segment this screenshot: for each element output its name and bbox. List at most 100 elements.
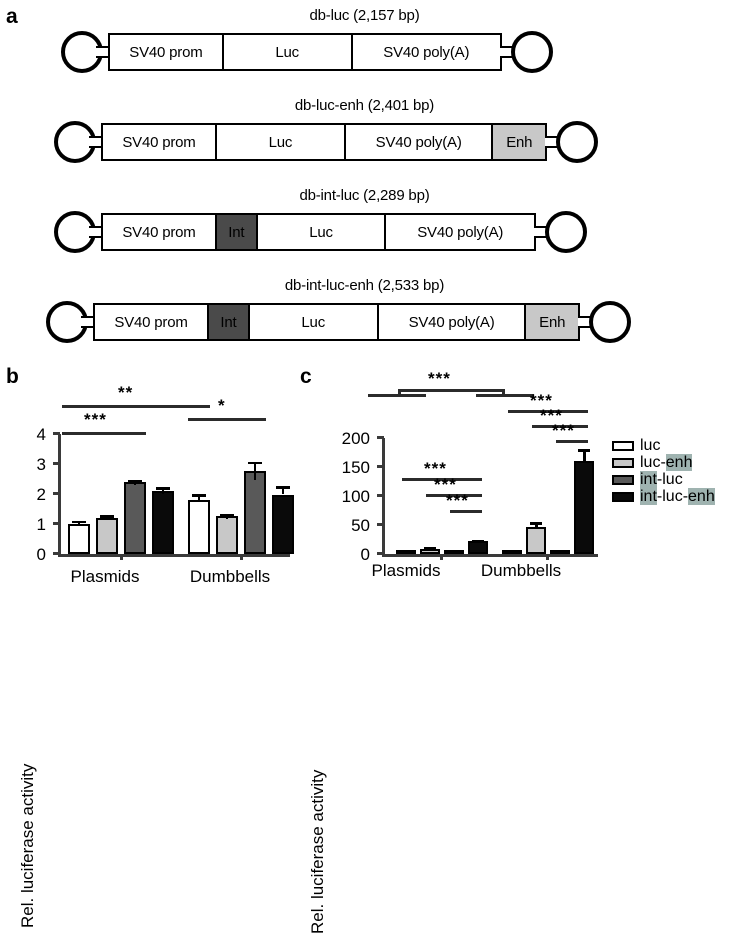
legend-swatch-int-luc-enh-icon [612,492,634,502]
sigline-c-d2 [532,425,588,428]
sigstar-c-top: *** [428,369,451,388]
panel-b-xtick-dumbbells [240,554,243,560]
panel-c-ytick-label-200: 200 [341,429,370,448]
construct-body: SV40 prom Int Luc SV40 poly(A) Enh [93,303,580,341]
bar-c-dumbbells-int-luc-enh [574,461,594,554]
segment-enh: Enh [526,305,578,339]
sigline-c-top-left [368,394,426,397]
errorcap-b-plasmids-int-luc [128,480,142,483]
panel-letter-c: c [300,365,312,388]
errorcap-c-dumbbells-luc-enh [530,522,542,525]
errorbar-b-dumbbells-int-luc-enh [281,486,285,495]
errorcap-b-dumbbells-luc [192,494,206,497]
panel-c-ytick-label-150: 150 [341,458,370,477]
sigstar-c-p2: *** [434,475,457,494]
legend-text-plain: -luc [656,471,683,488]
construct-title: db-luc-enh (2,401 bp) [294,97,435,114]
errorcap-b-plasmids-luc-enh [100,515,114,518]
sigstar-c-p1: *** [424,459,447,478]
construct-db-luc-enh: db-luc-enh (2,401 bp) SV40 prom Luc SV40… [0,98,729,165]
legend-text-highlight-2: enh [688,488,715,505]
sigstar-c-d1: *** [530,391,553,410]
panel-a-constructs: a db-luc (2,157 bp) SV40 prom Luc SV40 p… [0,0,729,360]
legend-swatch-luc-enh-icon [612,458,634,468]
bar-b-plasmids-int-luc-enh [152,491,174,554]
sigline-c-p2 [426,494,482,497]
panel-letter-a: a [6,5,18,28]
errorbar-b-dumbbells-luc [197,494,201,500]
sigline-c-top-bridge [398,389,504,392]
hairpin-loop-right-icon [588,300,632,344]
sigline-c-p1 [402,478,482,481]
loop-neck-left [81,316,95,328]
panel-c-ytick-200 [377,436,384,439]
segment-int: Int [216,215,258,249]
bar-b-plasmids-luc-enh [96,518,118,554]
segment-sv40-prom: SV40 prom [110,35,224,69]
hairpin-loop-right-icon [544,210,588,254]
sigstar-b-3: * [218,396,226,415]
sigline-b-1 [62,405,210,408]
loop-neck-left [89,136,103,148]
hairpin-loop-right-icon [555,120,599,164]
legend-item-luc: luc [612,438,729,454]
legend-item-luc-enh: luc-enh [612,454,729,471]
legend-swatch-luc-icon [612,441,634,451]
sigline-c-p3 [450,510,482,513]
panel-c-xtick-plasmids [440,554,443,560]
legend-text-highlight: int [640,471,657,488]
construct-db-int-luc: db-int-luc (2,289 bp) SV40 prom Int Luc … [0,188,729,255]
segment-luc: Luc [257,215,387,249]
errorcap-b-plasmids-luc [72,520,86,523]
sigline-b-2 [62,432,146,435]
sigstar-c-p3: *** [446,491,469,510]
panel-b-ytick-label-4: 4 [36,425,46,444]
panel-letter-b: b [6,365,19,388]
sigstar-b-2: *** [84,410,107,429]
sigline-b-3 [188,418,266,421]
legend-item-int-luc: int-luc [612,471,729,488]
segment-sv40-prom: SV40 prom [103,215,217,249]
panel-c-x-axis [382,554,598,557]
panel-c-ytick-50 [377,523,384,526]
bar-b-dumbbells-int-luc [244,470,266,554]
bar-b-plasmids-int-luc [124,481,146,554]
panel-c-xtick-dumbbells [546,554,549,560]
bar-c-plasmids-int-luc [444,550,464,554]
panel-b-ytick-label-2: 2 [36,485,46,504]
dumbbell-diagram: SV40 prom Int Luc SV40 poly(A) Enh [0,299,729,345]
errorcap-c-dumbbells-int-luc-enh [578,449,590,452]
errorbar-c-dumbbells-luc-enh [535,522,538,528]
chart-legend: luc luc-enh int-luc int-luc-enh [612,438,729,506]
panel-b-xtick-plasmids [120,554,123,560]
panel-b-group-label-dumbbells: Dumbbells [189,567,271,586]
loop-neck-right [534,226,548,238]
loop-neck-left [96,46,110,58]
panel-c-ytick-label-50: 50 [351,516,370,535]
sigline-c-d3 [556,440,588,443]
dumbbell-diagram: SV40 prom Int Luc SV40 poly(A) [0,209,729,255]
panel-b-plot-area: 0 1 2 3 4 ** [37,384,294,563]
sigstar-c-d2: *** [540,406,563,425]
errorcap-c-plasmids-luc-enh [424,546,436,549]
panel-b-chart: b Rel. luciferase activity 0 1 2 3 4 [0,362,300,928]
bar-c-plasmids-luc-enh [420,549,440,554]
bar-c-plasmids-int-luc-enh [468,541,488,554]
bar-b-dumbbells-luc [188,500,210,554]
errorcap-b-dumbbells-int-luc [248,461,262,465]
legend-item-int-luc-enh: int-luc-enh [612,488,729,505]
sigstar-b-1: ** [118,383,134,402]
segment-sv40-prom: SV40 prom [103,125,217,159]
segment-sv40-polya: SV40 poly(A) [378,305,527,339]
bar-b-dumbbells-luc-enh [216,515,238,554]
legend-text-plain: luc- [640,454,666,471]
construct-title: db-int-luc (2,289 bp) [299,187,430,204]
panel-c-plot-area: 0 50 100 150 200 *** *** [342,370,598,563]
panel-c-ytick-150 [377,465,384,468]
legend-text-highlight: int [640,488,657,505]
bar-c-dumbbells-luc [502,550,522,554]
panel-c-group-label-dumbbells: Dumbbells [480,561,562,580]
loop-neck-right [545,136,559,148]
panel-c-y-axis-label: Rel. luciferase activity [308,769,327,934]
hairpin-loop-right-icon [510,30,554,74]
